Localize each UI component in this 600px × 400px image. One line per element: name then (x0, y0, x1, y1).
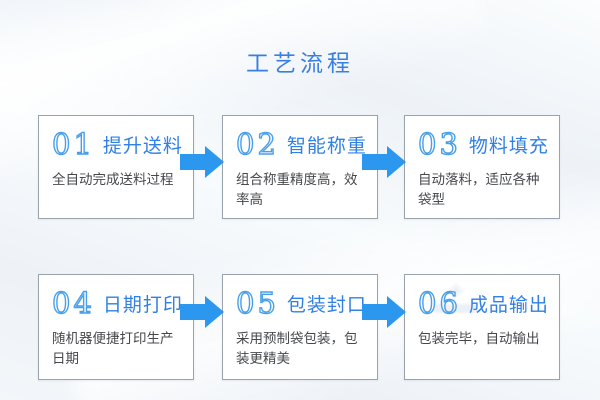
step-heading: 01 提升送料 (51, 127, 183, 161)
step-number: 02 (235, 127, 279, 161)
step-card-3: 03 物料填充 自动落料，适应各种袋型 (404, 115, 560, 219)
step-number: 05 (235, 286, 279, 320)
step-title: 成品输出 (468, 294, 549, 316)
step-title: 物料填充 (468, 135, 549, 157)
step-heading: 04 日期打印 (51, 286, 183, 320)
step-title: 日期打印 (102, 294, 183, 316)
step-card-4: 04 日期打印 随机器便捷打印生产日期 (38, 274, 194, 380)
arrow-right-icon (362, 146, 406, 178)
arrow-right-icon (180, 296, 224, 328)
step-title: 包装封口 (286, 294, 367, 316)
step-card-5: 05 包装封口 采用预制袋包装，包装更精美 (222, 274, 378, 380)
step-heading: 06 成品输出 (417, 286, 549, 320)
step-title: 提升送料 (102, 135, 183, 157)
step-number: 04 (51, 286, 95, 320)
step-card-6: 06 成品输出 包装完毕，自动输出 (404, 274, 560, 380)
step-card-2: 02 智能称重 组合称重精度高，效率高 (222, 115, 378, 219)
step-heading: 03 物料填充 (417, 127, 549, 161)
step-description: 采用预制袋包装，包装更精美 (236, 331, 358, 367)
step-description: 随机器便捷打印生产日期 (52, 331, 174, 367)
step-number: 01 (51, 127, 95, 161)
arrow-right-icon (180, 146, 224, 178)
step-description: 全自动完成送料过程 (52, 172, 174, 188)
step-number: 03 (417, 127, 461, 161)
step-heading: 05 包装封口 (235, 286, 367, 320)
step-title: 智能称重 (286, 135, 367, 157)
step-description: 包装完毕，自动输出 (418, 331, 540, 347)
step-heading: 02 智能称重 (235, 127, 367, 161)
arrow-right-icon (362, 296, 406, 328)
step-description: 组合称重精度高，效率高 (236, 172, 358, 208)
page-title: 工艺流程 (246, 51, 354, 77)
step-card-1: 01 提升送料 全自动完成送料过程 (38, 115, 194, 219)
step-number: 06 (417, 286, 461, 320)
step-description: 自动落料，适应各种袋型 (418, 172, 540, 208)
